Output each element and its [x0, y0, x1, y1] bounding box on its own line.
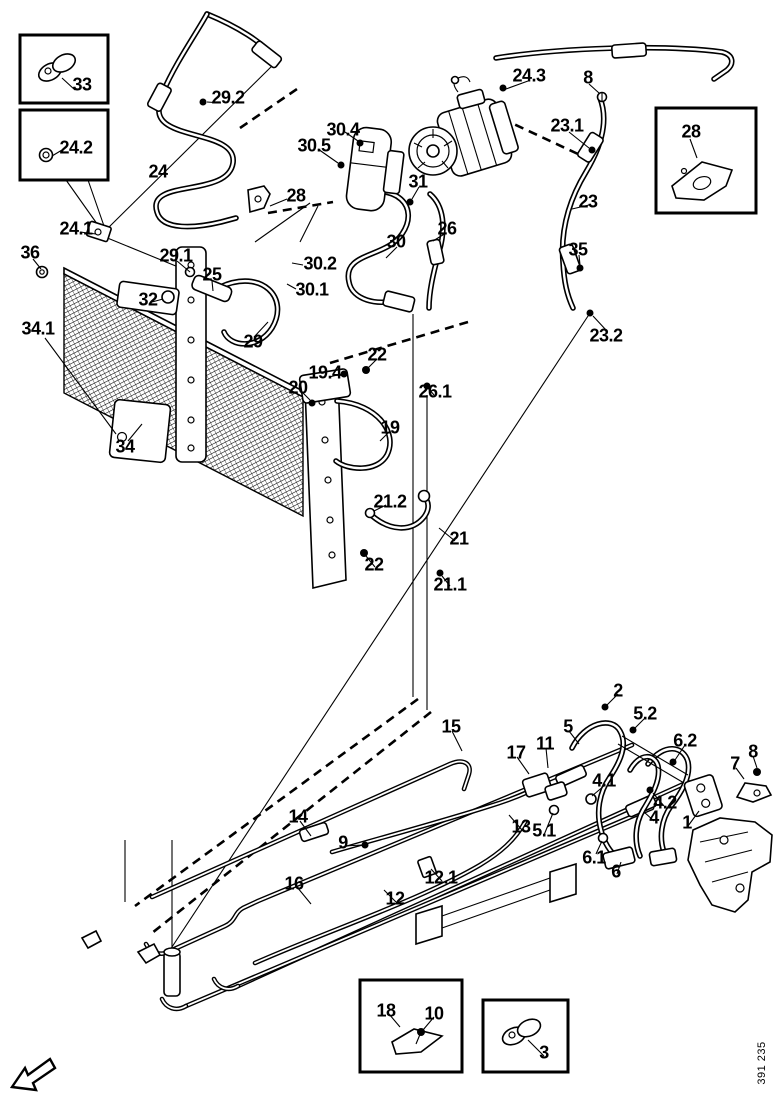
callout-12: 12: [385, 888, 405, 909]
callout-24-3: 24.3: [512, 65, 546, 86]
callout-10: 10: [424, 1003, 444, 1024]
right-hose-cluster: [521, 720, 773, 913]
callout-30-5: 30.5: [297, 135, 331, 156]
direction-arrow-icon: [9, 1057, 57, 1092]
callout-14: 14: [288, 806, 308, 827]
callout-23-1: 23.1: [550, 115, 584, 136]
callout-19-4: 19.4: [308, 362, 342, 383]
drawing-number: 391 235: [756, 1041, 768, 1085]
callout-1: 1: [682, 812, 692, 833]
discharge-pipe-top-right: [493, 42, 735, 82]
callout-2: 2: [613, 680, 623, 701]
callout-15: 15: [441, 716, 461, 737]
left-mounting-bracket: [35, 246, 207, 464]
callout-30-1: 30.1: [295, 279, 329, 300]
callout-6-1: 6.1: [582, 847, 606, 868]
callout-30-2: 30.2: [303, 253, 337, 274]
inset-box-28: [654, 106, 758, 215]
suction-hose-24: [85, 11, 283, 243]
callout-22: 22: [367, 344, 387, 365]
callout-30: 30: [386, 231, 406, 252]
callout-35: 35: [568, 239, 588, 260]
callout-3: 3: [539, 1042, 549, 1063]
callout-21: 21: [449, 528, 469, 549]
callout-25: 25: [202, 264, 222, 285]
callout-33: 33: [72, 74, 92, 95]
callout-21-2: 21.2: [373, 491, 407, 512]
callout-8: 8: [583, 67, 593, 88]
callout-12-1: 12.1: [424, 867, 458, 888]
construction-lines: [65, 60, 591, 952]
hose-23: [558, 91, 608, 311]
callout-17: 17: [506, 742, 526, 763]
callout-28: 28: [681, 121, 701, 142]
callout-34: 34: [115, 436, 135, 457]
callout-28: 28: [286, 185, 306, 206]
callout-13: 13: [511, 816, 531, 837]
callout-32: 32: [138, 289, 158, 310]
callout-leader-lines: [32, 77, 758, 1057]
callout-24-2: 24.2: [59, 137, 93, 158]
callout-24-1: 24.1: [59, 218, 93, 239]
right-mounting-bracket: [298, 368, 352, 590]
callout-30-4: 30.4: [326, 119, 360, 140]
inset-box-33: [18, 33, 110, 105]
callout-31: 31: [408, 171, 428, 192]
callout-29: 29: [243, 331, 263, 352]
callout-5: 5: [563, 716, 573, 737]
callout-29-1: 29.1: [159, 245, 193, 266]
callout-9: 9: [338, 832, 348, 853]
callout-29-2: 29.2: [211, 87, 245, 108]
inset-box-3: [481, 998, 570, 1074]
callout-16: 16: [284, 873, 304, 894]
callout-24: 24: [148, 161, 168, 182]
callout-19: 19: [380, 417, 400, 438]
callout-4: 4: [649, 807, 659, 828]
callout-8: 8: [748, 741, 758, 762]
callout-6: 6: [611, 861, 621, 882]
callout-11: 11: [535, 733, 555, 754]
hose-21: [364, 489, 431, 531]
callout-22: 22: [364, 554, 384, 575]
compressor-drawing: [408, 75, 519, 177]
callout-4-1: 4.1: [592, 770, 616, 791]
fastener-dots: [199, 84, 761, 849]
accumulator-drawing: [247, 126, 405, 214]
inset-box-18-10: [358, 978, 464, 1074]
callout-23: 23: [578, 191, 598, 212]
pipe-30: [345, 188, 416, 313]
callout-5-1: 5.1: [532, 820, 556, 841]
hose-19: [333, 398, 393, 471]
callout-7: 7: [730, 753, 740, 774]
callout-26: 26: [437, 218, 457, 239]
callout-18: 18: [376, 1000, 396, 1021]
pipe-26: [426, 191, 446, 311]
callout-20: 20: [288, 377, 308, 398]
inset-box-24-2: [18, 108, 110, 182]
callout-21-1: 21.1: [433, 574, 467, 595]
callout-23-2: 23.2: [589, 325, 623, 346]
lower-pipes: [80, 742, 691, 1012]
callout-6-2: 6.2: [673, 730, 697, 751]
callout-34-1: 34.1: [21, 318, 55, 339]
callout-5-2: 5.2: [633, 703, 657, 724]
callout-26-1: 26.1: [418, 381, 452, 402]
hose-29: [161, 266, 281, 347]
callout-4-2: 4.2: [653, 792, 677, 813]
callout-36: 36: [20, 242, 40, 263]
